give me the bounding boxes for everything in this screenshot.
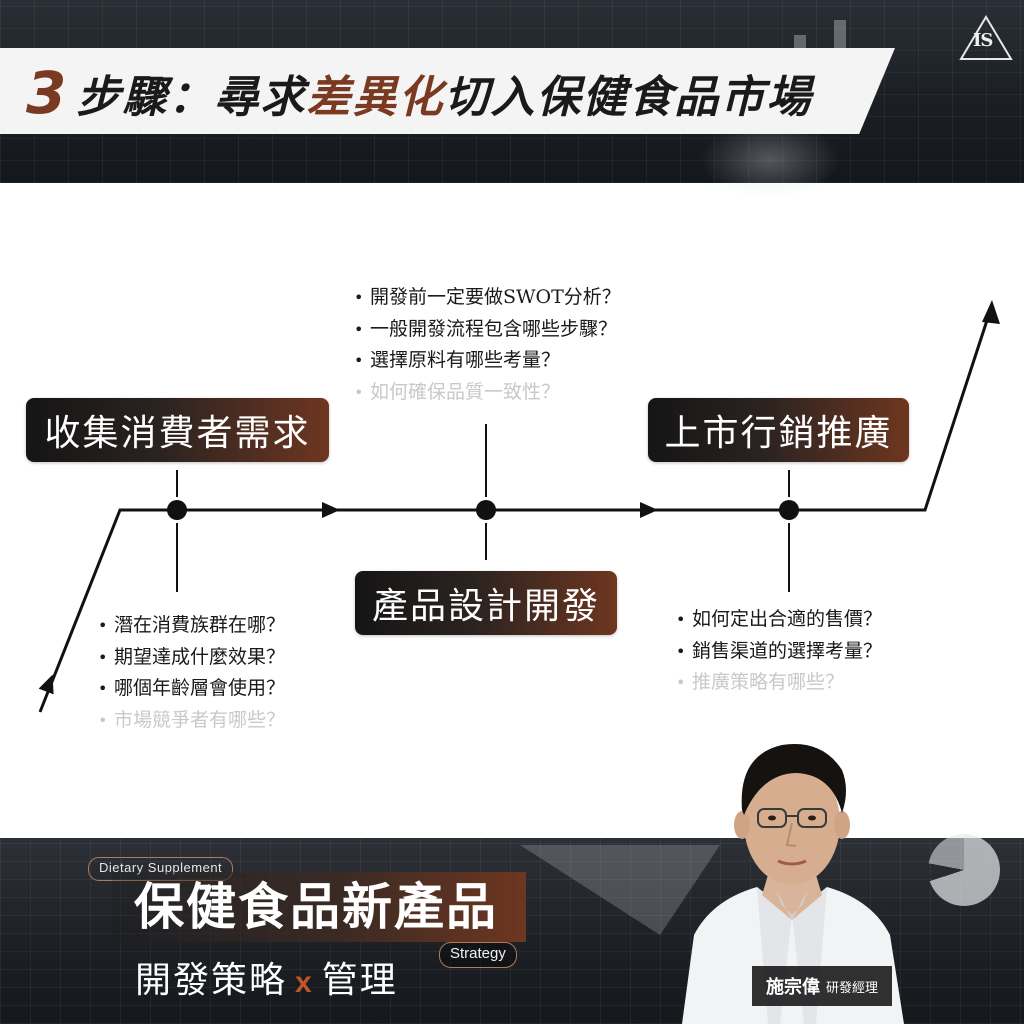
presenter-name-plate: 施宗偉 研發經理 (752, 966, 892, 1006)
subtitle-x: x (295, 966, 314, 999)
title-banner (0, 48, 895, 134)
list-item: 推廣策略有哪些？ (676, 667, 882, 699)
list-item: 如何定出合適的售價？ (676, 604, 882, 636)
timeline-arrow-icon (322, 502, 340, 518)
list-item: 哪個年齡層會使用？ (98, 673, 285, 705)
stage-product-design: 產品設計開發 (355, 571, 617, 635)
marketing-questions-list: 如何定出合適的售價？ 銷售渠道的選擇考量？ 推廣策略有哪些？ (676, 604, 882, 699)
timeline-node (167, 500, 187, 520)
logo-text: IS (973, 30, 993, 51)
list-item: 期望達成什麼效果？ (98, 642, 285, 674)
presenter-photo (682, 744, 904, 1024)
title-suffix: 切入保健食品市場 (444, 72, 813, 123)
title-accent: 差異化 (306, 72, 445, 123)
list-item: 銷售渠道的選擇考量？ (676, 636, 882, 668)
list-item: 開發前一定要做SWOT分析？ (354, 282, 621, 314)
title-prefix: 步驟：尋求 (76, 72, 307, 123)
timeline-line (38, 304, 994, 713)
stage-marketing: 上市行銷推廣 (648, 398, 909, 462)
presenter-role: 研發經理 (825, 980, 878, 996)
main-title-background (112, 872, 526, 942)
end-arrow-icon (982, 300, 1000, 324)
subtitle-left: 開發策略 (135, 960, 288, 1001)
title-step-number: 3 (26, 59, 69, 127)
list-item: 如何確保品質一致性？ (354, 377, 621, 409)
subtitle-right: 管理 (321, 960, 398, 1001)
tag-strategy: Strategy (439, 942, 517, 968)
list-item: 一般開發流程包含哪些步驟？ (354, 314, 621, 346)
timeline-node (779, 500, 799, 520)
presenter-name: 施宗偉 (765, 977, 820, 998)
timeline-node (476, 500, 496, 520)
consumer-questions-list: 潛在消費族群在哪？ 期望達成什麼效果？ 哪個年齡層會使用？ 市場競爭者有哪些？ (98, 610, 285, 736)
design-questions-list: 開發前一定要做SWOT分析？ 一般開發流程包含哪些步驟？ 選擇原料有哪些考量？ … (354, 282, 621, 408)
start-arrow-icon (38, 674, 54, 695)
course-title: 保健食品新產品 (134, 878, 498, 936)
page-title: 3 步驟：尋求 差異化 切入保健食品市場 (26, 58, 812, 128)
stage-consumer-needs: 收集消費者需求 (26, 398, 329, 462)
timeline-arrow-icon (640, 502, 658, 518)
list-item: 潛在消費族群在哪？ (98, 610, 285, 642)
logo-triangle-icon (959, 15, 1013, 60)
list-item: 市場競爭者有哪些？ (98, 705, 285, 737)
list-item: 選擇原料有哪些考量？ (354, 345, 621, 377)
pie-chart-decoration (928, 834, 1000, 906)
